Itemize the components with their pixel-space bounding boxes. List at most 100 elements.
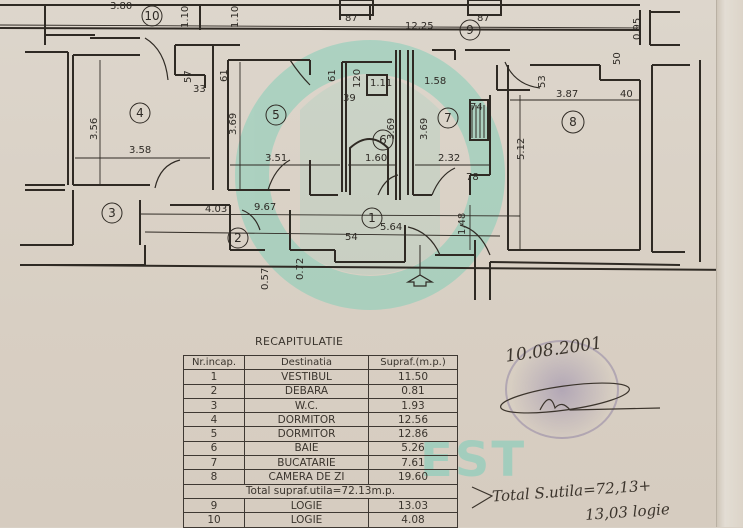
cell-dest: LOGIE (244, 497, 369, 514)
dimension-labels: 3.80 12.25 87 87 3.58 3.51 1.60 2.32 3.8… (89, 1, 643, 290)
cell-sup: 11.50 (368, 369, 458, 385)
dimension-lines (0, 24, 641, 250)
watermark-logo (235, 40, 505, 310)
room-marker-7: 7 (437, 107, 459, 129)
cell-nr: 2 (183, 383, 245, 399)
cell-nr: 1 (183, 369, 245, 385)
dim-balcony-left: 1.10 (180, 6, 191, 28)
dim-61: 61 (219, 69, 230, 82)
door-swings (144, 37, 541, 256)
cell-nr: 6 (183, 440, 245, 457)
cell-sup: 13.03 (368, 497, 458, 514)
dim-78: 78 (466, 172, 479, 183)
signature (500, 382, 661, 414)
cell-dest: BUCATARIE (244, 455, 369, 471)
cell-sup: 19.60 (368, 469, 458, 485)
dim-room6-height: 3.69 (386, 118, 397, 140)
total-row: Total supraf.utila=72.13m.p. (183, 483, 458, 499)
cell-dest: DORMITOR (244, 426, 369, 442)
dim-40: 40 (620, 89, 633, 100)
dim-top-left: 3.80 (110, 1, 132, 12)
dim-hall-depth: 1.48 (457, 213, 468, 235)
official-stamp (505, 340, 619, 439)
cell-sup: 5.26 (368, 440, 458, 457)
dim-balcony-right: 0.95 (632, 18, 643, 40)
header-nr: Nr.incap. (183, 354, 245, 371)
dim-room8-height: 5.12 (516, 138, 527, 160)
cell-nr: 10 (183, 512, 245, 528)
recap-title: RECAPITULATIE (255, 335, 344, 348)
cell-sup: 12.56 (368, 412, 458, 428)
svg-text:8: 8 (569, 115, 577, 129)
total-useful-area: Total supraf.utila=72.13m.p. (183, 483, 458, 499)
cell-dest: LOGIE (244, 512, 369, 528)
dim-54: 54 (345, 232, 358, 243)
dim-74: 74 (470, 102, 483, 113)
cell-dest: CAMERA DE ZI (244, 469, 369, 485)
svg-text:1: 1 (368, 211, 376, 225)
dim-room5-height: 3.69 (228, 113, 239, 135)
dim-room4-width: 3.58 (129, 145, 151, 156)
cell-sup: 12.86 (368, 426, 458, 442)
header-suprafata: Supraf.(m.p.) (368, 354, 458, 371)
cell-nr: 3 (183, 397, 245, 414)
page-edge (716, 0, 743, 527)
cell-nr: 4 (183, 412, 245, 428)
entrance-arrow-icon (405, 274, 435, 287)
room-marker-9: 9 (459, 19, 481, 41)
svg-text:7: 7 (444, 111, 452, 125)
room-marker-6: 6 (372, 129, 394, 151)
dim-50: 50 (612, 52, 623, 65)
room-marker-5: 5 (265, 104, 287, 126)
dim-window-a: 87 (345, 13, 358, 24)
dim-0-72: 0.72 (295, 258, 306, 280)
dim-room4-height: 3.56 (89, 118, 100, 140)
cell-dest: VESTIBUL (244, 369, 369, 385)
dim-1-11: 1.11 (370, 78, 392, 89)
svg-text:3: 3 (108, 206, 116, 220)
cell-nr: 5 (183, 426, 245, 442)
dim-window-b: 87 (477, 13, 490, 24)
dim-overall-width: 12.25 (405, 21, 434, 32)
dim-room6-width: 1.60 (365, 153, 387, 164)
room-markers: 10 9 4 5 6 7 8 1 2 3 (101, 5, 585, 249)
dim-33: 33 (193, 84, 206, 95)
room-marker-1: 1 (361, 207, 383, 229)
cell-dest: DEBARA (244, 383, 369, 399)
room-marker-4: 4 (129, 102, 151, 124)
dim-1-58: 1.58 (424, 76, 446, 87)
room-marker-3: 3 (101, 202, 123, 224)
header-destinatia: Destinatia (244, 354, 369, 371)
dim-room7-width: 2.32 (438, 153, 460, 164)
svg-text:2: 2 (234, 231, 242, 245)
dim-room5-width: 3.51 (265, 153, 287, 164)
svg-text:5: 5 (272, 108, 280, 122)
cell-sup: 4.08 (368, 512, 458, 528)
dim-balcony-mid: 1.10 (230, 6, 241, 28)
svg-text:9: 9 (466, 23, 474, 37)
svg-text:10: 10 (144, 9, 159, 23)
arrow-icon (471, 486, 494, 509)
dim-room7-height: 3.69 (419, 118, 430, 140)
cell-sup: 1.93 (368, 397, 458, 414)
dim-120: 120 (352, 69, 363, 88)
cell-dest: W.C. (244, 397, 369, 414)
svg-text:4: 4 (136, 106, 144, 120)
cell-dest: BAIE (244, 440, 369, 457)
dim-hall-length: 9.67 (254, 202, 276, 213)
dim-room8-width: 3.87 (556, 89, 578, 100)
cell-dest: DORMITOR (244, 412, 369, 428)
cell-nr: 8 (183, 469, 245, 485)
dim-hall-width-b: 4.03 (205, 204, 227, 215)
dim-hall-width: 5.64 (380, 222, 402, 233)
cell-sup: 0.81 (368, 383, 458, 399)
